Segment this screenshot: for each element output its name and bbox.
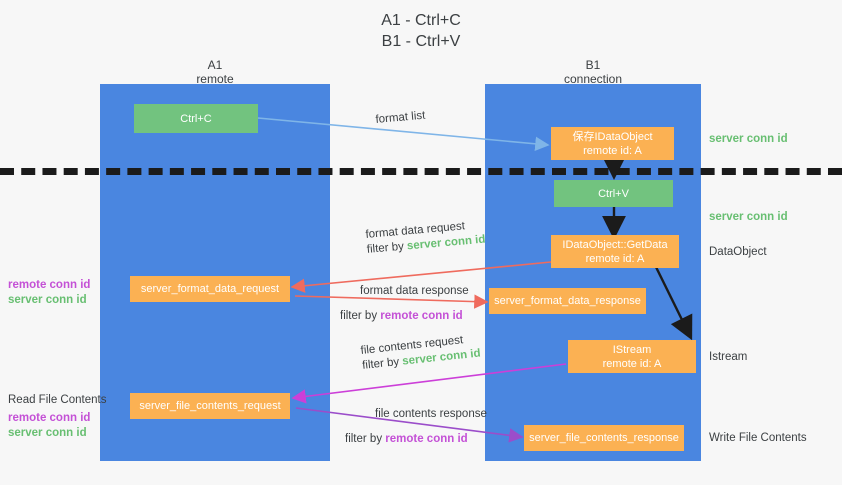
node-server-file-contents-request[interactable]: server_file_contents_request — [130, 393, 290, 419]
phase-separator — [0, 168, 842, 175]
left-label-read-file-contents: Read File Contents — [8, 394, 107, 406]
node-ctrl-c-label: Ctrl+C — [180, 112, 212, 125]
node-istream[interactable]: IStream remote id: A — [568, 340, 696, 373]
node-idataobject-getdata[interactable]: IDataObject::GetData remote id: A — [551, 235, 679, 268]
title-line-2: B1 - Ctrl+V — [381, 33, 461, 50]
node-server-file-contents-request-label: server_file_contents_request — [139, 400, 281, 412]
edge-label-format-list: format list — [375, 109, 426, 128]
node-istream-label: IStream — [612, 343, 652, 356]
node-save-idataobject-label: 保存IDataObject — [572, 130, 653, 143]
right-label-server-conn-id-second: server conn id — [709, 211, 788, 223]
left-label-server-conn-id-mid: server conn id — [8, 294, 87, 306]
left-label-remote-conn-id-mid: remote conn id — [8, 279, 91, 291]
node-save-idataobject[interactable]: 保存IDataObject remote id: A — [551, 127, 674, 160]
column-header-b1: B1 connection — [485, 58, 701, 86]
filter-value-remote-conn-id: remote conn id — [385, 433, 468, 445]
edge-label-format-data-response: format data response filter by remote co… — [340, 284, 469, 324]
column-b1-name: B1 — [585, 58, 601, 72]
column-a1-role: remote — [196, 72, 234, 86]
node-server-format-data-request[interactable]: server_format_data_request — [130, 276, 290, 302]
left-label-read-file-contents-group: Read File Contents remote conn id server… — [8, 393, 106, 441]
node-ctrl-c[interactable]: Ctrl+C — [134, 104, 258, 133]
right-label-dataobject: DataObject — [709, 246, 767, 258]
left-label-remote-conn-id-low: remote conn id — [8, 412, 91, 424]
column-b1-role: connection — [563, 72, 623, 86]
node-save-idataobject-sub: remote id: A — [583, 144, 642, 157]
right-label-server-conn-id-top: server conn id — [709, 133, 788, 145]
node-server-format-data-request-label: server_format_data_request — [140, 283, 280, 295]
column-header-a1: A1 remote — [100, 58, 330, 86]
title-line-1: A1 - Ctrl+C — [381, 12, 461, 29]
edge-label-file-contents-response-filter: filter by remote conn id — [345, 432, 487, 447]
edge-label-file-contents-response-text: file contents response — [375, 408, 487, 420]
left-label-conn-ids-mid: remote conn id server conn id — [8, 278, 90, 308]
edge-label-format-data-response-text: format data response — [360, 285, 469, 297]
node-getdata-sub: remote id: A — [585, 252, 645, 265]
filter-value-remote-conn-id: remote conn id — [380, 310, 463, 322]
node-ctrl-v[interactable]: Ctrl+V — [554, 180, 673, 207]
right-label-istream: Istream — [709, 351, 748, 363]
right-label-write-file-contents: Write File Contents — [709, 432, 807, 444]
filter-prefix: filter by — [340, 310, 381, 322]
column-a1-name: A1 — [207, 58, 223, 72]
filter-prefix: filter by — [366, 240, 408, 256]
page-title: A1 - Ctrl+C B1 - Ctrl+V — [0, 10, 842, 52]
node-istream-sub: remote id: A — [602, 357, 662, 370]
edge-label-format-data-response-filter: filter by remote conn id — [340, 309, 469, 324]
filter-prefix: filter by — [361, 355, 403, 372]
edge-label-format-list-text: format list — [375, 109, 426, 126]
node-server-format-data-response-label: server_format_data_response — [494, 295, 641, 307]
edge-label-format-data-request: format data request filter by server con… — [365, 218, 486, 258]
filter-prefix: filter by — [345, 433, 386, 445]
edge-label-file-contents-request: file contents request filter by server c… — [360, 332, 481, 374]
edge-label-file-contents-response: file contents response filter by remote … — [345, 407, 487, 447]
node-server-file-contents-response[interactable]: server_file_contents_response — [524, 425, 684, 451]
node-ctrl-v-label: Ctrl+V — [598, 187, 629, 200]
node-getdata-label: IDataObject::GetData — [562, 238, 668, 251]
node-server-file-contents-response-label: server_file_contents_response — [529, 432, 679, 444]
left-label-server-conn-id-low: server conn id — [8, 427, 87, 439]
node-server-format-data-response[interactable]: server_format_data_response — [489, 288, 646, 314]
